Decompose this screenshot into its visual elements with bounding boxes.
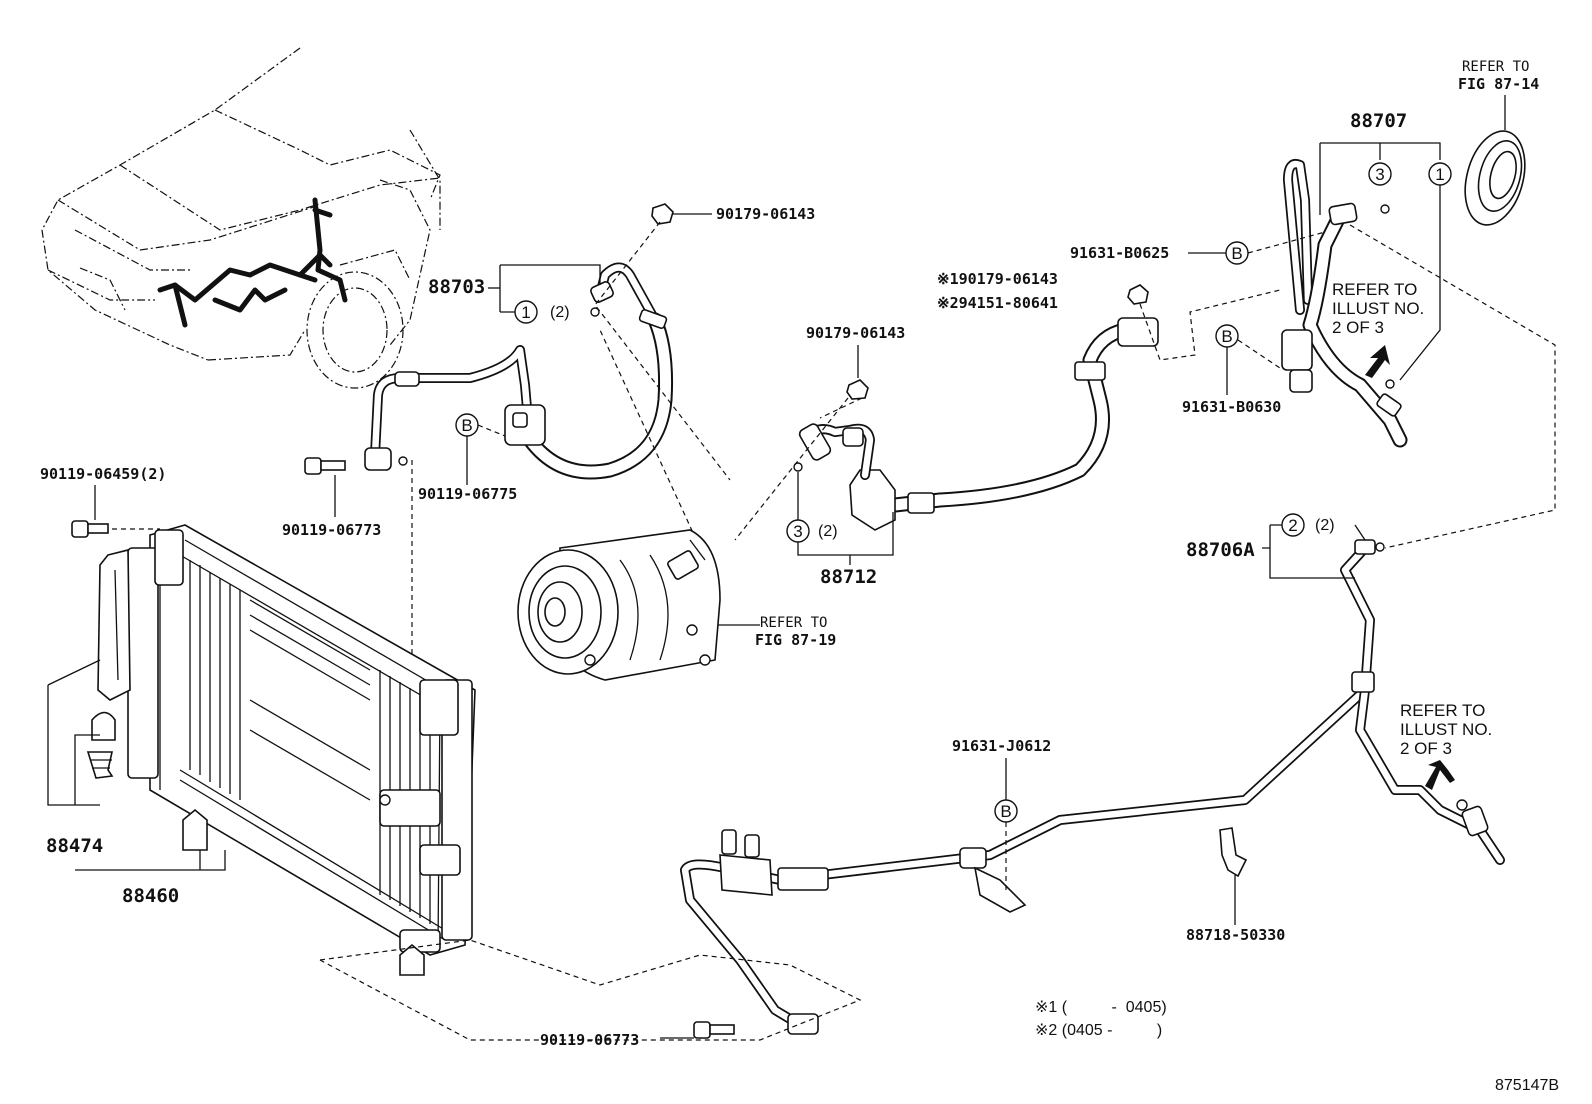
ref-illust-top-line1: REFER TO	[1332, 280, 1417, 299]
nut-90179-06143-top	[651, 203, 712, 225]
circle-2-88706A: 2	[1288, 516, 1297, 535]
circle-b-91631-b0630: B	[1221, 327, 1232, 346]
circle-1-88707: 1	[1435, 165, 1444, 184]
figure-id: 875147B	[1495, 1077, 1559, 1094]
nut-190179-294151	[1127, 284, 1281, 361]
circle-3-88712: 3	[793, 522, 802, 541]
footnote-2: ※2 (0405 - )	[1035, 1022, 1162, 1039]
label-90119-06773-top: 90119-06773	[282, 521, 381, 539]
ref-fig-87-19-line1: REFER TO	[760, 615, 827, 631]
label-90179-06143-mid: 90179-06143	[806, 324, 905, 342]
circle-b-91631-b0625: B	[1231, 244, 1242, 263]
circle-b-90119-06775: B	[461, 416, 472, 435]
seal-88474	[86, 548, 131, 779]
callout-88706A: 2 (2)	[1262, 513, 1366, 579]
circle-1-88703: 1	[521, 303, 530, 322]
compressor	[517, 529, 760, 681]
label-190179-06143: ※190179-06143	[937, 270, 1058, 288]
callout-88712: 3 (2)	[786, 472, 894, 565]
label-88707: 88707	[1350, 110, 1407, 132]
clamp-88718-50330	[1219, 827, 1248, 925]
bolt-90119-06459	[71, 485, 160, 538]
ref-illust-bottom	[1425, 760, 1455, 790]
nut-90179-06143-mid	[734, 345, 869, 541]
callout-90119-06775: B	[455, 413, 506, 485]
label-88703: 88703	[428, 276, 485, 298]
qty-88712: (2)	[818, 523, 838, 540]
condenser-88460	[127, 524, 476, 976]
ref-fig-87-19-line2: FIG 87-19	[755, 631, 836, 649]
label-91631-b0630: 91631-B0630	[1182, 398, 1281, 416]
label-90119-06459: 90119-06459(2)	[40, 465, 166, 483]
vehicle-outline	[41, 47, 441, 389]
qty-88703: (2)	[550, 304, 570, 321]
ref-illust-top-line2: ILLUST NO.	[1332, 299, 1424, 318]
hose-88707: 3 1	[1281, 142, 1556, 549]
ref-illust-bottom-line1: REFER TO	[1400, 701, 1485, 720]
label-88706A: 88706A	[1186, 539, 1255, 561]
ref-fig-87-14-line1: REFER TO	[1462, 59, 1529, 75]
circle-3-88707: 3	[1375, 165, 1384, 184]
label-91631-j0612: 91631-J0612	[952, 737, 1051, 755]
label-88712: 88712	[820, 566, 877, 588]
label-91631-b0625: 91631-B0625	[1070, 244, 1169, 262]
label-90119-06773-bottom: 90119-06773	[540, 1031, 639, 1049]
liquid-tube-88706A	[319, 539, 1505, 1041]
label-88718-50330: 88718-50330	[1186, 926, 1285, 944]
label-88474: 88474	[46, 835, 103, 857]
ref-illust-bottom-line2: ILLUST NO.	[1400, 720, 1492, 739]
ref-illust-bottom-line3: 2 OF 3	[1400, 739, 1452, 758]
highlighted-pipe-routing	[157, 197, 348, 328]
ref-fig-87-14-line2: FIG 87-14	[1458, 75, 1539, 93]
qty-88706A: (2)	[1315, 517, 1335, 534]
suction-hose-88712	[793, 317, 1159, 531]
discharge-hose-88703	[364, 262, 674, 480]
callout-91631-b0625: B	[1188, 231, 1326, 265]
ref-illust-top	[1365, 345, 1390, 378]
label-88460: 88460	[122, 885, 179, 907]
seal-ring-fig-87-14	[1464, 95, 1526, 226]
callout-88703: 1 (2)	[488, 264, 601, 324]
bolt-90119-06773-bottom	[660, 1021, 735, 1039]
callout-91631-b0630: B	[1215, 324, 1284, 395]
callout-91631-j0612: B	[994, 758, 1018, 890]
footnote-1: ※1 ( - 0405)	[1035, 999, 1167, 1016]
label-90119-06775: 90119-06775	[418, 485, 517, 503]
label-294151-80641: ※294151-80641	[937, 294, 1058, 312]
ref-illust-top-line3: 2 OF 3	[1332, 318, 1384, 337]
label-90179-06143-top: 90179-06143	[716, 205, 815, 223]
bolt-90119-06773-top	[304, 457, 346, 517]
circle-b-91631-j0612: B	[1000, 802, 1011, 821]
